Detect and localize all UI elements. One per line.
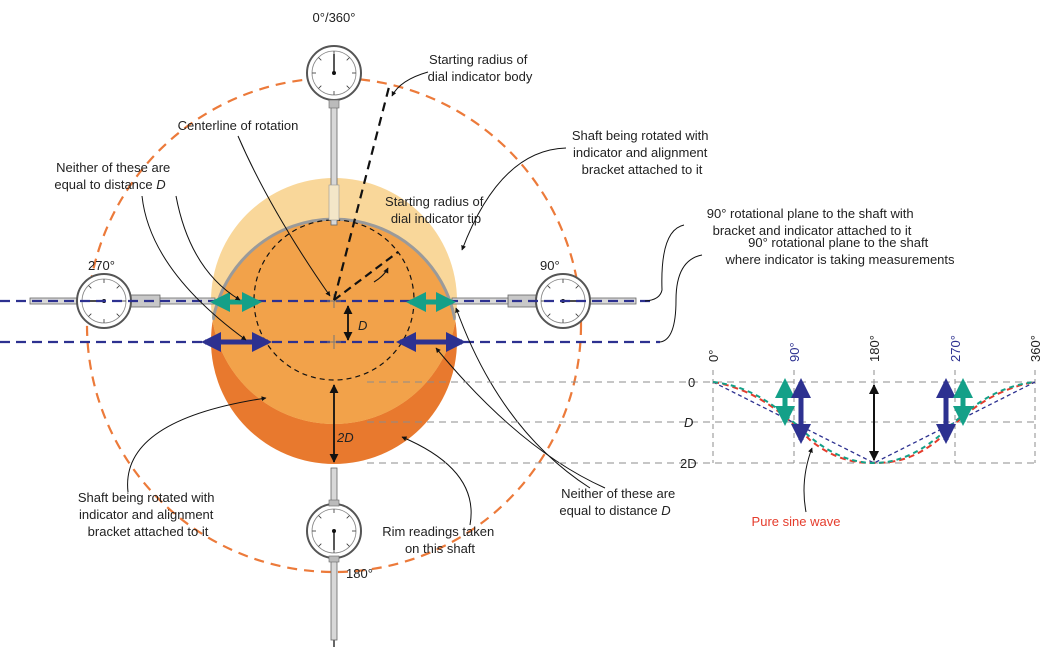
starting-radius-tip-label: Starting radius of dial indicator tip <box>385 194 487 226</box>
plane-bracket-label: 90° rotational plane to the shaft with b… <box>707 206 917 238</box>
neither-bottom-label: Neither of these are equal to distance D <box>559 486 679 518</box>
dial-label-right: 90° <box>540 258 560 273</box>
shaft-rotated-top-label: Shaft being rotated with indicator and a… <box>572 128 712 177</box>
two-d-center-label: 2D <box>336 430 354 445</box>
centerline-label: Centerline of rotation <box>178 118 299 133</box>
graph-x-tick-90: 90° <box>787 342 802 362</box>
d-center-label: D <box>358 318 367 333</box>
shaft-rotated-bottom-label: Shaft being rotated with indicator and a… <box>78 490 218 539</box>
plane-measure-label: 90° rotational plane to the shaft where … <box>724 235 955 267</box>
green-curve <box>712 381 1036 465</box>
sine-graph: 0° 90° 180° 270° 360° 0 D 2D Pure sine w… <box>367 335 1042 529</box>
dial-label-left: 270° <box>88 258 115 273</box>
dial-label-bottom: 180° <box>346 566 373 581</box>
graph-x-tick-180: 180° <box>867 335 882 362</box>
tip-radius-line <box>333 251 399 301</box>
graph-y-tick-2d: 2D <box>680 456 697 471</box>
dial-indicator-bottom <box>306 503 362 559</box>
graph-x-tick-270: 270° <box>948 335 963 362</box>
starting-radius-body-label: Starting radius of dial indicator body <box>428 52 533 84</box>
graph-x-tick-360: 360° <box>1028 335 1042 362</box>
graph-y-tick-d: D <box>684 415 693 430</box>
rim-readings-label: Rim readings taken on this shaft <box>382 524 498 556</box>
graph-x-tick-0: 0° <box>706 350 721 362</box>
neither-top-label: Neither of these are equal to distance D <box>54 160 174 192</box>
graph-y-tick-0: 0 <box>688 375 695 390</box>
body-radius-line <box>332 86 391 301</box>
dial-label-top: 0°/360° <box>313 10 356 25</box>
dial-indicator-top <box>306 45 362 101</box>
pure-sine-label: Pure sine wave <box>752 514 841 529</box>
